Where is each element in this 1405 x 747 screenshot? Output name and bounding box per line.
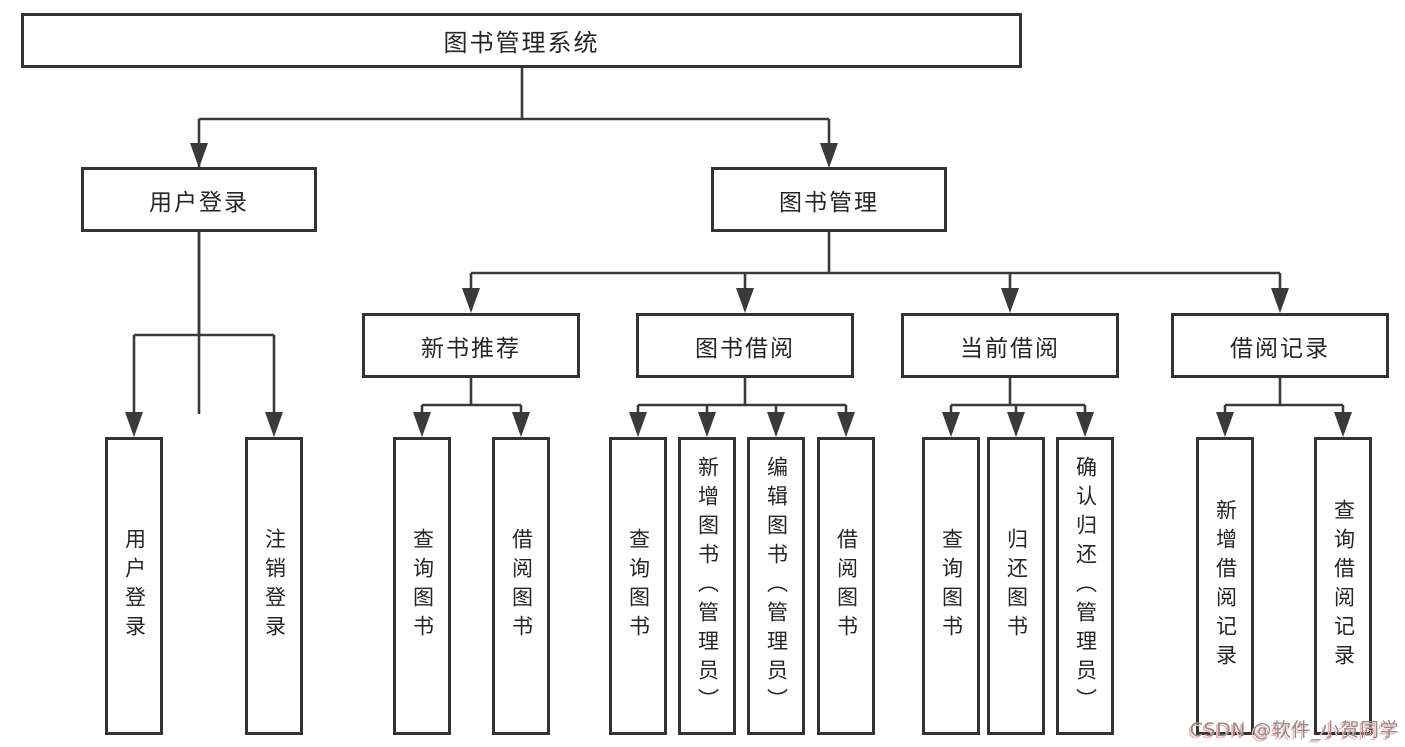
leaf-query-borrow-record: 查询借阅记录 bbox=[1314, 437, 1372, 735]
connector-user-login-subtree bbox=[132, 232, 276, 433]
node-label: 借阅图书 bbox=[834, 528, 859, 644]
connector-current-borrow-subtree bbox=[949, 378, 1087, 433]
node-label: 查询借阅记录 bbox=[1331, 499, 1356, 673]
connector-borrow-records-subtree bbox=[1223, 378, 1345, 433]
node-label: 注销登录 bbox=[262, 528, 287, 644]
node-label: 编辑图书（管理员） bbox=[764, 455, 789, 717]
csdn-watermark: CSDN @软件_小贺同学 bbox=[1189, 719, 1399, 741]
node-book-management: 图书管理 bbox=[711, 167, 947, 232]
node-label: 新书推荐 bbox=[421, 335, 521, 362]
node-label: 查询图书 bbox=[626, 528, 651, 644]
node-label: 新增借阅记录 bbox=[1213, 499, 1238, 673]
leaf-logout: 注销登录 bbox=[245, 437, 303, 735]
leaf-add-borrow-record: 新增借阅记录 bbox=[1196, 437, 1254, 735]
node-label: 新增图书（管理员） bbox=[695, 455, 720, 717]
leaf-add-books-admin: 新增图书（管理员） bbox=[678, 437, 736, 735]
node-label: 图书管理系统 bbox=[443, 29, 600, 57]
node-label: 用户登录 bbox=[149, 189, 249, 216]
node-label: 当前借阅 bbox=[960, 335, 1060, 362]
node-label: 归还图书 bbox=[1004, 528, 1029, 644]
connector-new-book-subtree bbox=[420, 378, 523, 433]
leaf-return-books: 归还图书 bbox=[987, 437, 1045, 735]
node-book-borrow: 图书借阅 bbox=[636, 313, 854, 378]
node-current-borrow: 当前借阅 bbox=[901, 313, 1119, 378]
node-label: 查询图书 bbox=[410, 528, 435, 644]
node-user-login: 用户登录 bbox=[81, 167, 317, 232]
node-new-book-recommend: 新书推荐 bbox=[362, 313, 580, 378]
node-label: 图书管理 bbox=[779, 189, 879, 216]
node-borrow-records: 借阅记录 bbox=[1171, 313, 1389, 378]
leaf-query-books-current: 查询图书 bbox=[922, 437, 980, 735]
leaf-user-login: 用户登录 bbox=[105, 437, 163, 735]
leaf-borrow-books-recommend: 借阅图书 bbox=[492, 437, 550, 735]
node-label: 图书借阅 bbox=[695, 335, 795, 362]
connector-book-management-subtree bbox=[469, 232, 1282, 309]
node-label: 确认归还（管理员） bbox=[1073, 455, 1098, 717]
node-root-system: 图书管理系统 bbox=[21, 13, 1022, 68]
node-label: 用户登录 bbox=[122, 528, 147, 644]
node-label: 借阅记录 bbox=[1230, 335, 1330, 362]
leaf-query-books-borrow: 查询图书 bbox=[609, 437, 667, 735]
leaf-confirm-return-admin: 确认归还（管理员） bbox=[1056, 437, 1114, 735]
leaf-edit-books-admin: 编辑图书（管理员） bbox=[747, 437, 805, 735]
node-label: 查询图书 bbox=[939, 528, 964, 644]
leaf-query-books-recommend: 查询图书 bbox=[393, 437, 451, 735]
node-label: 借阅图书 bbox=[509, 528, 534, 644]
connector-book-borrow-subtree bbox=[636, 378, 848, 433]
leaf-borrow-books: 借阅图书 bbox=[817, 437, 875, 735]
